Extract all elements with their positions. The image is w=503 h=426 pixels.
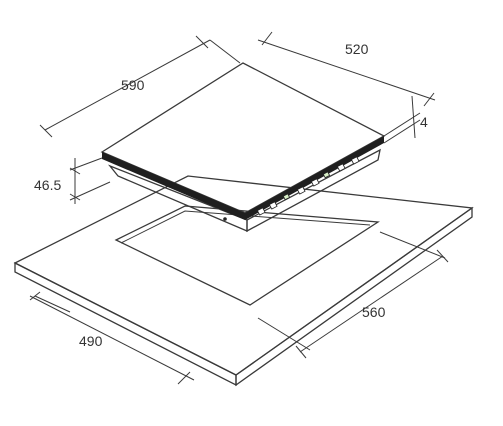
dimension-label-46-5: 46.5 <box>34 177 61 193</box>
dimension-cutout-depth: 490 <box>29 291 195 385</box>
cutout-opening <box>114 205 380 306</box>
dimension-label-520: 520 <box>345 41 369 57</box>
dimension-glass-thickness: 4 <box>383 95 428 144</box>
hob-body-front <box>107 164 248 232</box>
hob-glass-edge-front <box>102 152 245 220</box>
dimension-hob-depth: 590 <box>39 35 241 138</box>
dimension-label-490: 490 <box>79 333 103 349</box>
countertop-side-edge <box>235 206 473 387</box>
cutout-inner-edge <box>120 210 371 244</box>
hob-side-details <box>223 156 360 221</box>
countertop <box>13 175 474 387</box>
dimension-label-560: 560 <box>362 304 386 320</box>
dimension-label-4: 4 <box>420 114 428 130</box>
hob-glass-edge-side <box>245 136 384 220</box>
dimension-hob-height: 46.5 <box>34 157 111 204</box>
dimension-hob-width: 520 <box>257 31 436 107</box>
countertop-front-edge <box>14 261 237 387</box>
hob-body-side <box>246 148 381 233</box>
dimension-label-590: 590 <box>121 77 145 93</box>
dimension-cutout-width: 560 <box>257 231 449 359</box>
